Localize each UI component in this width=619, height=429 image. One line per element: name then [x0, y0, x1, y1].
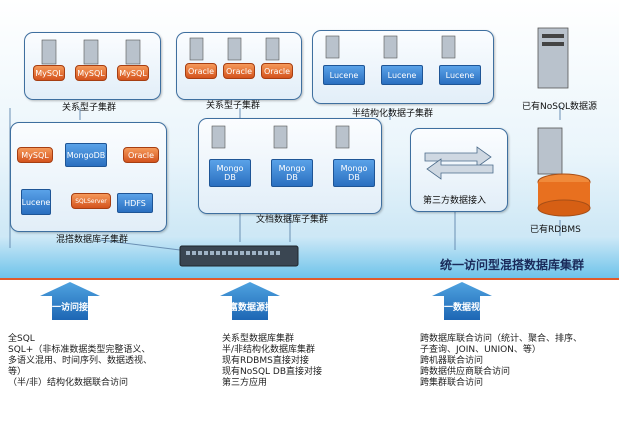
lucene-chip: Lucene	[21, 189, 51, 215]
mongodb-chip: MongoDB	[65, 143, 107, 167]
cluster-label: 关系型子集群	[62, 103, 117, 113]
mongodb-chip: Mongo DB	[333, 159, 375, 187]
main-title: 统一访问型混搭数据库集群	[440, 258, 585, 272]
cluster-label: 混搭数据库子集群	[56, 235, 129, 245]
section-heading: 丰富数据源接入	[220, 303, 284, 313]
server-icon	[325, 35, 456, 59]
nosql-label: 已有NoSQL数据源	[522, 102, 598, 112]
section-heading: 统一访问接口	[42, 303, 97, 313]
mongodb-chip: Mongo DB	[271, 159, 313, 187]
lucene-chip: Lucene	[323, 65, 365, 85]
server-icon	[189, 37, 280, 61]
semistructured-cluster: Lucene Lucene Lucene	[312, 30, 494, 104]
oracle-chip: Oracle	[123, 147, 159, 163]
sqlserver-chip: SQLServer	[71, 193, 111, 209]
oracle-chip: Oracle	[223, 63, 255, 79]
cluster-label: 半结构化数据子集群	[352, 109, 434, 119]
rdbms-icon	[537, 127, 591, 217]
lucene-chip: Lucene	[381, 65, 423, 85]
server-icon	[41, 39, 141, 65]
section-data-sources: 关系型数据库集群 半/非结构化数据库集群 现有RDBMS直接对接 现有NoSQL…	[222, 334, 323, 388]
third-party-label: 第三方数据接入	[423, 196, 487, 206]
upward-arrows	[40, 282, 492, 320]
exchange-arrows-icon	[424, 146, 494, 180]
cluster-label: 文档数据库子集群	[256, 215, 329, 225]
lucene-chip: Lucene	[439, 65, 481, 85]
mysql-chip: MySQL	[17, 147, 53, 163]
nosql-server-icon	[537, 27, 569, 89]
section-unified-view: 跨数据库联合访问（统计、聚合、排序、 子查询、JOIN、UNION、等） 跨机器…	[420, 334, 583, 388]
third-party-box: 第三方数据接入	[410, 128, 508, 212]
mixed-cluster: MySQL MongoDB Oracle Lucene SQLServer HD…	[10, 122, 167, 232]
oracle-chip: Oracle	[185, 63, 217, 79]
section-heading: 统一数据视图	[434, 303, 489, 313]
mysql-chip: MySQL	[75, 65, 107, 81]
rdbms-label: 已有RDBMS	[530, 225, 581, 235]
divider-line	[0, 278, 619, 280]
document-cluster: Mongo DB Mongo DB Mongo DB	[198, 118, 382, 214]
server-icon	[211, 125, 350, 149]
hdfs-chip: HDFS	[117, 193, 153, 213]
mongodb-chip: Mongo DB	[209, 159, 251, 187]
cluster-label: 关系型子集群	[206, 101, 261, 111]
mysql-chip: MySQL	[33, 65, 65, 81]
oracle-chip: Oracle	[261, 63, 293, 79]
network-switch-icon	[179, 245, 299, 267]
cluster-band	[0, 236, 619, 278]
section-unified-interface: 全SQL SQL+（非标准数据类型完整语义、 多语义混用、时间序列、数据透视、 …	[8, 334, 153, 388]
mysql-chip: MySQL	[117, 65, 149, 81]
